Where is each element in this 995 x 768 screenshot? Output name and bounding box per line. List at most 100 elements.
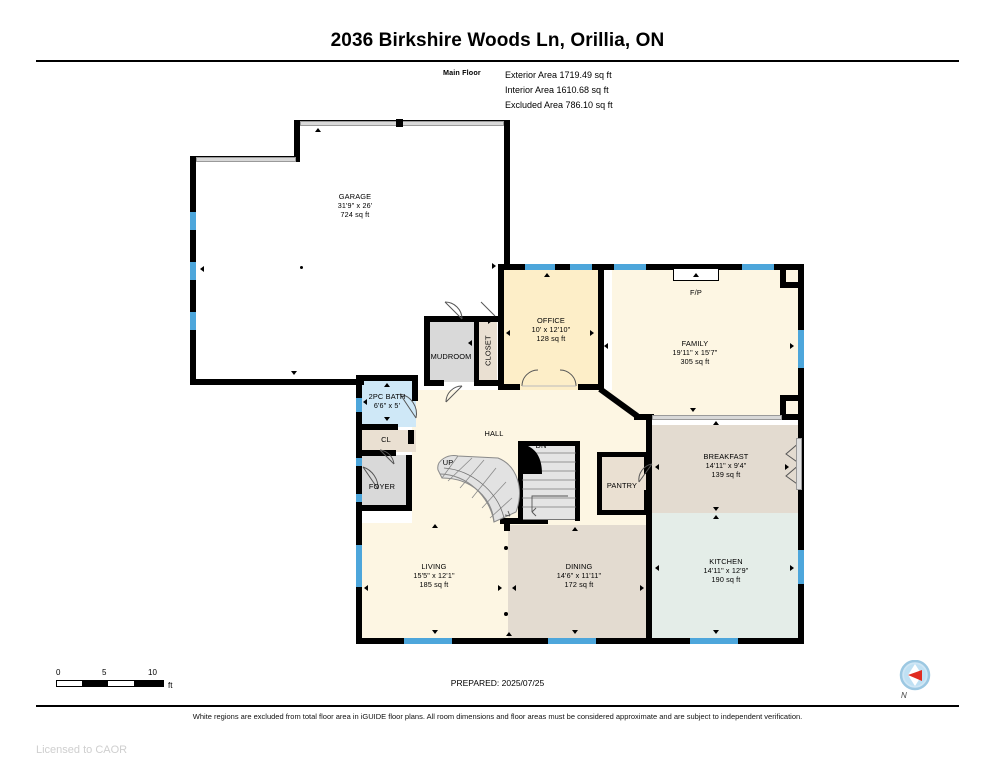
wall-hall-stair-bottom — [500, 518, 548, 524]
arrow-living-bottom — [432, 630, 438, 634]
room-living — [358, 523, 508, 641]
compass-rose: N — [893, 659, 937, 704]
label-mudroom: MUDROOM — [430, 352, 472, 361]
arrow-closet-left — [468, 340, 472, 346]
wall-closet-left — [474, 320, 479, 386]
wall-cl-right — [408, 430, 414, 444]
door-closet — [479, 300, 497, 318]
footer-divider — [36, 705, 959, 707]
window-left-living — [356, 545, 362, 587]
label-garage: GARAGE 31'9" x 26' 724 sq ft — [337, 192, 373, 220]
page-title: 2036 Birkshire Woods Ln, Orillia, ON — [330, 30, 665, 51]
door-mudroom-hall — [444, 384, 476, 404]
door-office — [520, 368, 578, 388]
window-garage-left-1 — [190, 212, 196, 230]
window-bottom-dining — [548, 638, 596, 644]
wall-office-left — [498, 264, 504, 390]
wall-breakfast-top-right — [782, 414, 800, 420]
door-pantry — [636, 462, 656, 488]
window-left-foyer-2 — [356, 494, 362, 502]
label-foyer: FOYER — [368, 482, 396, 491]
wall-bath-right — [412, 375, 418, 401]
family-jog-top — [780, 264, 786, 288]
arrow-living-top — [432, 524, 438, 528]
garage-wall-bottom — [190, 379, 362, 385]
room-foyer — [358, 455, 408, 507]
wall-bath-bottom — [356, 424, 398, 430]
window-left-foyer-1 — [356, 458, 362, 466]
room-kitchen — [650, 513, 800, 641]
window-garage-left-3 — [190, 312, 196, 330]
family-jog-corner — [780, 282, 800, 288]
window-garage-left-2 — [190, 262, 196, 280]
arrow-garage-bottom — [291, 371, 297, 375]
wall-pantry-left — [597, 452, 602, 514]
arrow-family-left — [604, 343, 608, 349]
header-divider — [36, 60, 959, 62]
arrow-office-top — [544, 273, 550, 277]
arrow-living-left — [364, 585, 368, 591]
house-wall-top — [504, 264, 804, 270]
garage-door-left — [196, 157, 296, 162]
window-bottom-living — [404, 638, 452, 644]
wall-kitchen-left — [646, 420, 652, 644]
arrow-kitchen-top — [713, 515, 719, 519]
stairs-down-treads — [522, 444, 576, 517]
door-bath — [398, 392, 420, 422]
wall-mudroom-top — [424, 316, 502, 322]
arrow-bath-left — [363, 399, 367, 405]
compass-north-label: N — [901, 691, 907, 700]
arrow-kitchen-right — [790, 565, 794, 571]
family-jog-bottom — [780, 395, 800, 401]
window-right-family — [798, 330, 804, 368]
arrow-breakfast-right — [785, 464, 789, 470]
family-breakfast-opening — [652, 415, 782, 420]
arrow-mudroom-right — [488, 318, 492, 324]
wall-living-dining-top — [504, 519, 510, 531]
garage-center-dot — [300, 266, 303, 269]
column-dining-top — [504, 546, 508, 550]
window-top-office-2 — [570, 264, 592, 270]
scale-tick-10: 10 — [148, 668, 157, 677]
prepared-date: PREPARED: 2025/07/25 — [450, 678, 545, 688]
door-cl — [378, 448, 404, 466]
window-left-bath — [356, 398, 362, 412]
arrow-office-right — [590, 330, 594, 336]
arrow-breakfast-bottom — [713, 507, 719, 511]
room-closet — [479, 320, 497, 382]
window-bottom-kitchen — [690, 638, 738, 644]
label-breakfast: BREAKFAST 14'11" x 9'4" 139 sq ft — [703, 452, 749, 480]
window-right-kitchen — [798, 550, 804, 584]
label-family: FAMILY 19'11" x 15'7" 305 sq ft — [672, 339, 718, 367]
column-dining-bottom — [504, 612, 508, 616]
label-office: OFFICE 10' x 12'10" 128 sq ft — [531, 316, 571, 344]
door-mudroom-garage — [443, 300, 477, 320]
window-top-family-2 — [742, 264, 774, 270]
label-closet: CLOSET — [483, 335, 493, 366]
label-living: LIVING 15'5" x 12'1" 185 sq ft — [413, 562, 455, 590]
room-dining — [508, 523, 650, 641]
arrow-dining-right — [640, 585, 644, 591]
scale-tick-5: 5 — [102, 668, 107, 677]
house-wall-left — [356, 379, 362, 644]
arrow-family-top — [693, 273, 699, 277]
wall-office-bottom-left — [498, 384, 520, 390]
license-watermark: Licensed to CAOR — [36, 744, 128, 756]
stairs-up-curved — [437, 455, 520, 523]
arrow-breakfast-left — [655, 464, 659, 470]
label-stairs-up: UP — [442, 458, 454, 467]
arrow-hall-bottom — [506, 632, 512, 636]
label-hall: HALL — [484, 429, 504, 438]
label-2pc-bath: 2PC BATH 6'6" x 5' — [368, 392, 406, 411]
wall-mudroom-bottom — [424, 380, 444, 386]
label-fireplace: F/P — [690, 288, 702, 297]
stairs-down-left-wall — [518, 441, 523, 521]
wall-office-right — [598, 264, 604, 390]
wall-foyer-bottom — [356, 505, 412, 511]
garage-wall-right — [504, 120, 510, 270]
disclaimer-text: White regions are excluded from total fl… — [192, 712, 803, 721]
wall-family-bottom — [634, 414, 654, 420]
excluded-area: Excluded Area 786.10 sq ft — [505, 100, 613, 110]
wall-pantry-top — [597, 452, 649, 457]
